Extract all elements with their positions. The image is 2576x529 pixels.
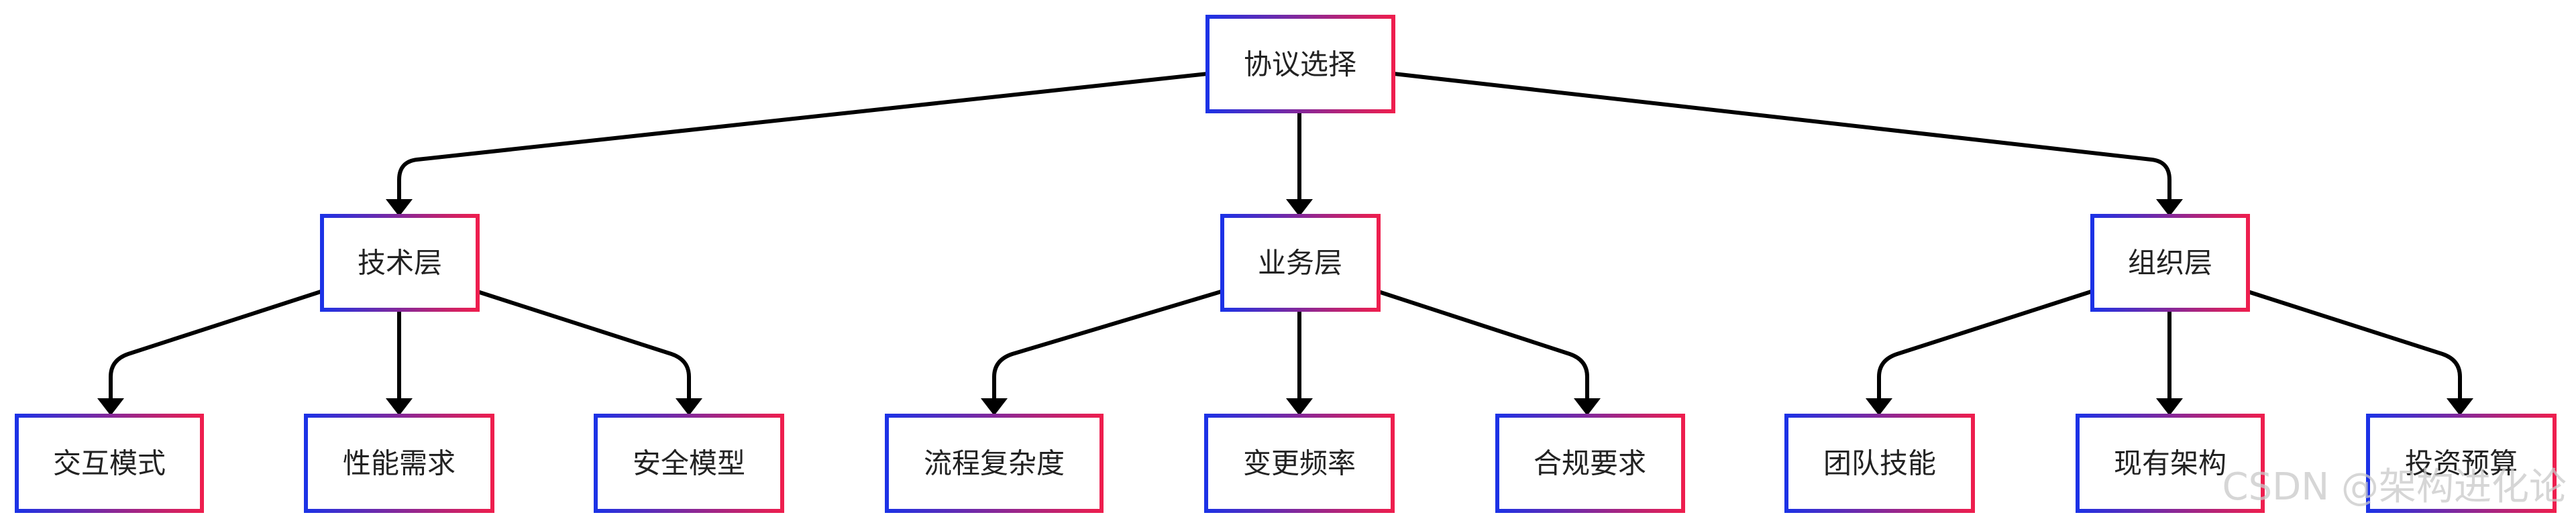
arrowhead-tech-child-1 [97, 398, 124, 416]
watermark: CSDN @架构进化论 [2222, 465, 2567, 509]
leaf-node-box [2366, 414, 2557, 513]
edge-root-to-org [1392, 72, 2171, 203]
layer-node-org-label: 组织层 [2128, 247, 2212, 280]
arrowhead-org-child-3 [2447, 398, 2473, 416]
edge-business-to-child-1 [992, 290, 1223, 402]
arrowhead-org-child-2 [2156, 398, 2183, 416]
arrowhead-tech-child-2 [386, 398, 413, 416]
leaf-node-label: 流程复杂度 [924, 447, 1065, 480]
arrowheads [97, 199, 2473, 416]
leaf-node-label: 投资预算 [2405, 447, 2518, 480]
edge-tech-to-child-1 [109, 290, 323, 402]
leaf-node-box [1784, 414, 1975, 513]
edge-business-to-child-3 [1377, 290, 1589, 402]
leaf-node: 安全模型 [594, 414, 784, 513]
leaf-node: 投资预算 [2366, 414, 2557, 513]
leaf-node: 流程复杂度 [885, 414, 1104, 513]
leaf-node: 合规要求 [1495, 414, 1685, 513]
arrowhead-tech [386, 199, 413, 217]
layer-node-business-box [1220, 214, 1381, 312]
edge-root-to-tech [397, 72, 1210, 203]
edge-org-to-child-3 [2246, 290, 2462, 402]
leaf-node-label: 变更频率 [1243, 447, 1356, 480]
leaf-node-box [304, 414, 494, 513]
layer-node-business-label: 业务层 [1258, 247, 1342, 280]
arrowhead-business-child-3 [1574, 398, 1601, 416]
root-node-box [1205, 15, 1395, 113]
leaf-node: 性能需求 [304, 414, 494, 513]
edges [109, 72, 2462, 402]
leaf-node-box [2076, 414, 2265, 513]
arrowhead-business-child-1 [981, 398, 1008, 416]
leaf-node-box [1495, 414, 1685, 513]
edge-org-to-child-1 [1877, 290, 2093, 402]
layer-node-tech-label: 技术层 [358, 247, 442, 280]
arrowhead-business-child-2 [1286, 398, 1313, 416]
leaf-node-box [1204, 414, 1395, 513]
arrowhead-org [2156, 199, 2183, 217]
arrowhead-org-child-1 [1866, 398, 1892, 416]
leaf-node-label: 现有架构 [2114, 447, 2226, 480]
leaf-node-label: 性能需求 [343, 447, 455, 480]
root-node: 协议选择 [1205, 15, 1395, 113]
leaf-node-label: 团队技能 [1823, 447, 1936, 480]
leaf-node: 现有架构 [2076, 414, 2265, 513]
leaf-node: 变更频率 [1204, 414, 1395, 513]
edge-tech-to-child-3 [476, 290, 691, 402]
leaf-node-label: 交互模式 [53, 447, 166, 480]
layer-node-tech-box [320, 214, 480, 312]
leaf-node-label: 安全模型 [633, 447, 745, 480]
layer-node-org: 组织层 [2090, 214, 2250, 312]
leaf-node-box [594, 414, 784, 513]
root-node-label: 协议选择 [1244, 48, 1356, 81]
leaf-node: 团队技能 [1784, 414, 1975, 513]
layer-node-tech: 技术层 [320, 214, 480, 312]
layer-node-org-box [2090, 214, 2250, 312]
leaf-node-box [885, 414, 1104, 513]
leaf-node-label: 合规要求 [1534, 447, 1646, 480]
arrowhead-business [1286, 199, 1313, 217]
arrowhead-tech-child-3 [676, 398, 702, 416]
leaf-node-box [15, 414, 204, 513]
layer-node-business: 业务层 [1220, 214, 1381, 312]
leaf-node: 交互模式 [15, 414, 204, 513]
